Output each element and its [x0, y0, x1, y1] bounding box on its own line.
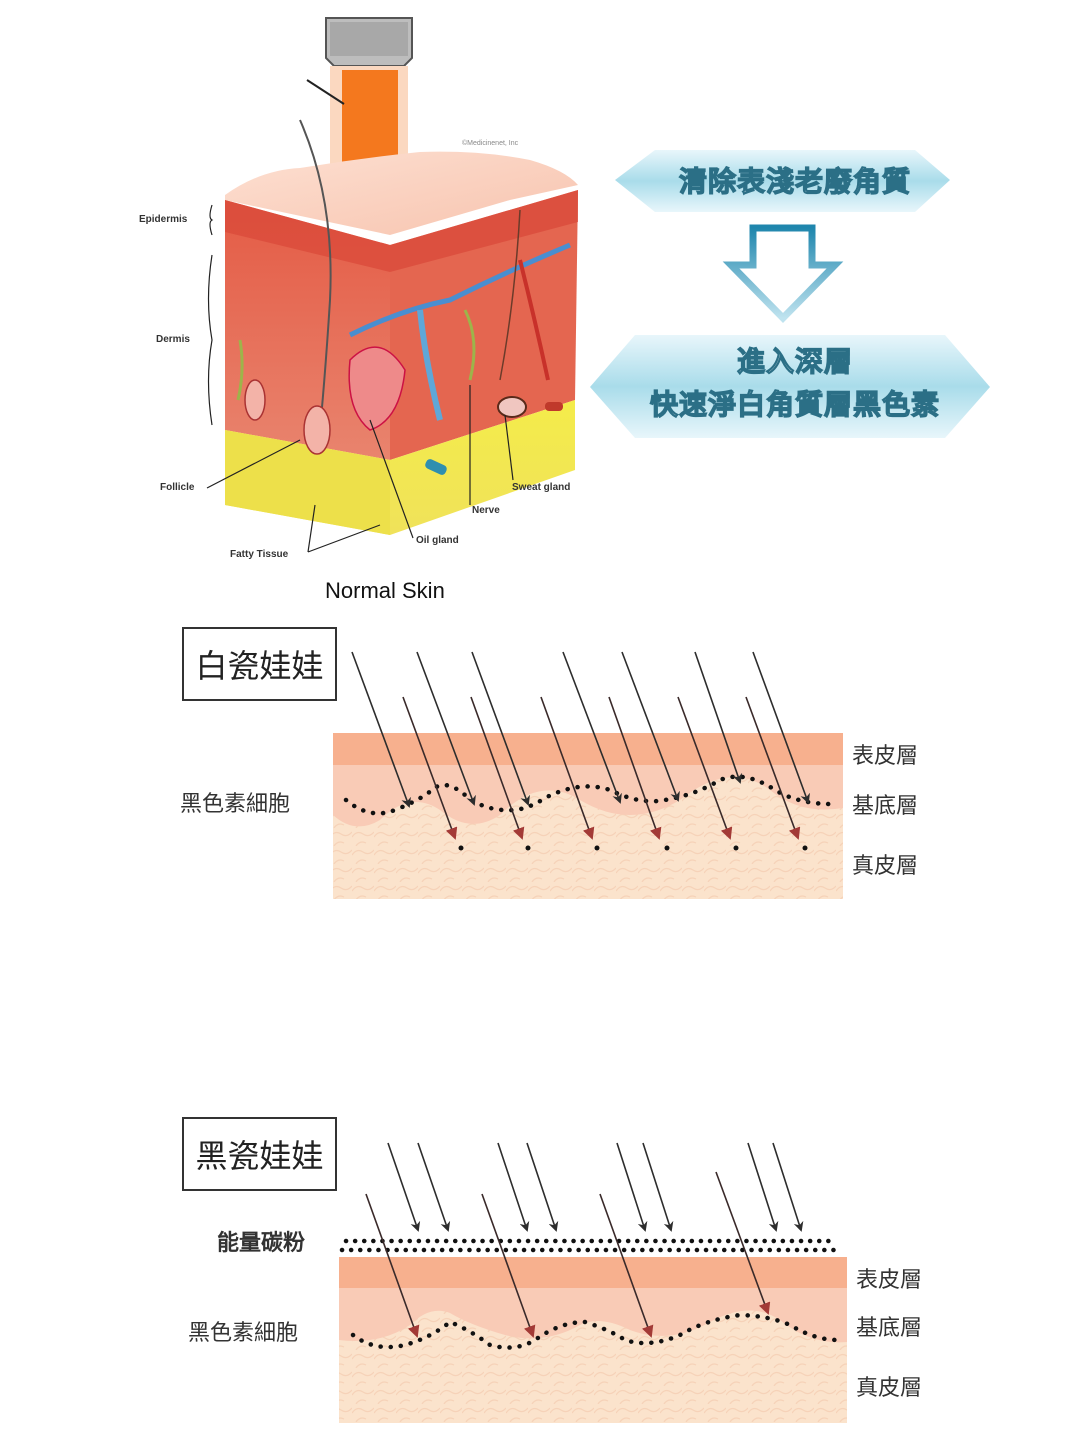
label-oil-gland: Oil gland: [416, 535, 459, 546]
laser-arrows-red: [402, 696, 801, 840]
skin-cross-section-drawing: [206, 17, 578, 553]
melanocyte-label: 黑色素細胞: [188, 1321, 299, 1346]
down-arrow-icon: [722, 224, 844, 323]
layer-label-dermis: 真皮層: [856, 1376, 923, 1401]
laser-arrows-red: [365, 1171, 771, 1338]
laser-arrows-dark: [351, 651, 810, 808]
target-dots: [458, 845, 808, 851]
skin-layer-diagram-2: [339, 1142, 847, 1423]
label-sweat-gland: Sweat gland: [512, 482, 571, 493]
banner-step2: [590, 335, 990, 438]
layer-label-basal: 基底層: [852, 794, 919, 819]
label-epidermis: Epidermis: [139, 214, 188, 225]
laser-arrows-dark: [387, 1142, 804, 1232]
banner-shapes: [590, 150, 990, 438]
layer-label-epidermis: 表皮層: [856, 1268, 923, 1293]
step2-text-line2: 快速淨白角質層黑色素: [649, 387, 940, 421]
layer-label-epidermis: 表皮層: [852, 744, 919, 769]
label-follicle: Follicle: [160, 482, 195, 493]
banner-step1: [615, 150, 950, 212]
label-nerve: Nerve: [472, 505, 500, 516]
diagram-white-title: 白瓷娃娃: [182, 627, 337, 701]
laser-handpiece-icon: [306, 17, 413, 176]
layer-label-basal: 基底層: [856, 1316, 923, 1341]
carbon-powder-label: 能量碳粉: [217, 1231, 306, 1256]
melanocyte-label: 黑色素細胞: [180, 792, 291, 817]
step1-text: 清除表淺老廢角質: [678, 164, 911, 198]
step2-text-line1: 進入深層: [736, 344, 853, 378]
label-dermis: Dermis: [156, 334, 190, 345]
melanocyte-dots: [350, 1312, 841, 1350]
layer-label-dermis: 真皮層: [852, 854, 919, 879]
diagram-black-title: 黑瓷娃娃: [182, 1117, 337, 1191]
skin-illustration: ©Medicinenet, Inc Epidermis Dermis Folli…: [0, 0, 600, 610]
caption-normal-skin: Normal Skin: [325, 578, 445, 603]
skin-layer-diagram-1: [333, 651, 843, 899]
process-flow: 清除表淺老廢角質 進入深層 快速淨白角質層黑色素: [585, 140, 1005, 440]
watermark: ©Medicinenet, Inc: [462, 140, 519, 147]
label-fatty-tissue: Fatty Tissue: [230, 549, 289, 560]
